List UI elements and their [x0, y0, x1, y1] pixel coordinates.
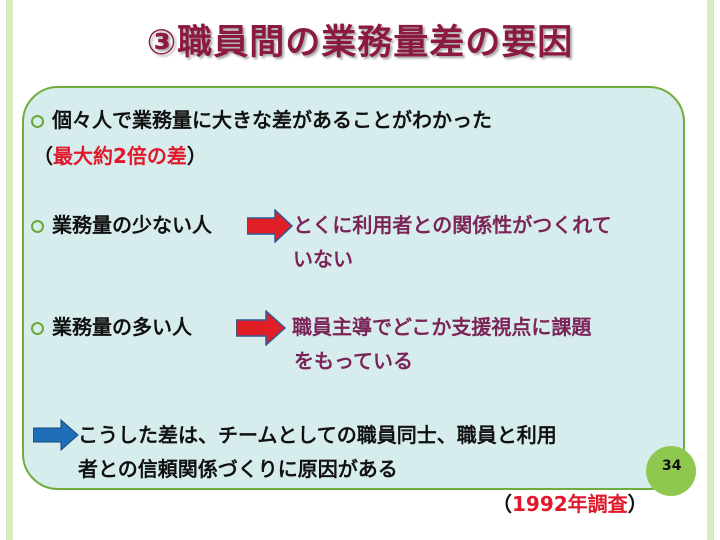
- point2-result-line1: とくに利用者との関係性がつくれて: [293, 213, 612, 237]
- point1-text: 個々人で業務量に大きな差があることがわかった: [52, 108, 492, 132]
- point3-label: 業務量の多い人: [52, 315, 192, 339]
- right-border-stripe: [707, 0, 714, 540]
- red-arrow-right-icon: [247, 209, 293, 243]
- left-border-stripe: [6, 0, 13, 540]
- conclusion-line2: 者との信頼関係づくりに原因がある: [78, 457, 398, 481]
- point1-highlight: 最大約2倍の差: [53, 144, 187, 168]
- slide-title: ③職員間の業務量差の要因: [146, 23, 574, 63]
- paren-close: ）: [186, 144, 207, 168]
- bullet-icon: [31, 115, 44, 128]
- blue-arrow-right-icon: [33, 419, 79, 451]
- bullet-icon: [31, 322, 44, 335]
- paren-open: （: [492, 492, 512, 516]
- point1-note: （最大約2倍の差）: [33, 142, 207, 170]
- paren-close: ）: [627, 492, 648, 516]
- page-number-badge: [646, 446, 696, 496]
- point2-label: 業務量の少ない人: [52, 213, 212, 237]
- point3-result-line1: 職員主導でどこか支援視点に課題: [292, 315, 592, 339]
- source-note: （1992年調査）: [492, 488, 648, 517]
- source-highlight: 1992年調査: [512, 492, 628, 516]
- point2-result-line2: いない: [293, 247, 353, 271]
- conclusion-line1: こうした差は、チームとしての職員同士、職員と利用: [78, 423, 557, 447]
- paren-open: （: [33, 144, 53, 168]
- red-arrow-right-icon: [236, 310, 286, 346]
- point3-result-line2: をもっている: [294, 349, 413, 373]
- bullet-icon: [31, 220, 44, 233]
- content-box: [22, 86, 685, 490]
- page-number: 34: [662, 458, 682, 474]
